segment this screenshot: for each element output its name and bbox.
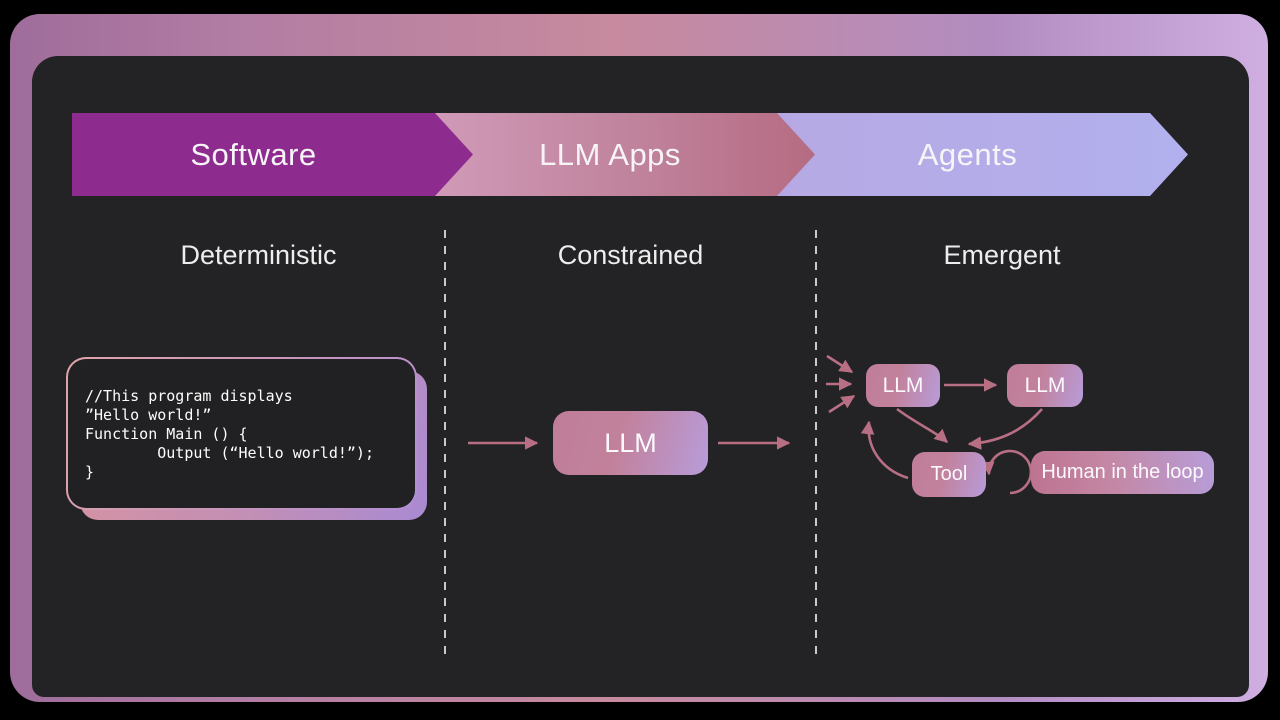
banner-stage-llm-apps-label: LLM Apps	[539, 136, 681, 172]
column-divider-1	[444, 230, 446, 657]
banner-stage-llm-apps: LLM Apps	[435, 113, 815, 196]
banner-stage-agents: Agents	[777, 113, 1188, 196]
llm-box-label: LLM	[604, 427, 657, 458]
code-line-2: ”Hello world!”	[85, 406, 212, 424]
code-line-1: //This program displays	[85, 387, 293, 405]
code-line-3: Function Main () {	[85, 425, 248, 443]
agent-tool-box: Tool	[912, 452, 986, 497]
agent-llm1-label: LLM	[882, 373, 924, 397]
code-card-body: //This program displays ”Hello world!” F…	[68, 359, 415, 508]
agent-llm2-label: LLM	[1024, 373, 1066, 397]
agent-human-box: Human in the loop	[1031, 451, 1214, 494]
agent-human-label: Human in the loop	[1041, 461, 1204, 483]
code-line-4: Output (“Hello world!”);	[85, 444, 374, 462]
code-card: //This program displays ”Hello world!” F…	[66, 357, 417, 510]
banner-stage-software-label: Software	[190, 136, 317, 172]
agent-tool-label: Tool	[930, 463, 968, 485]
column-header-constrained: Constrained	[557, 239, 704, 270]
column-header-emergent: Emergent	[943, 239, 1061, 270]
banner-stage-agents-label: Agents	[917, 136, 1018, 172]
column-header-deterministic: Deterministic	[180, 239, 337, 270]
agent-llm1-box: LLM	[866, 364, 940, 407]
column-divider-2	[815, 230, 817, 657]
agent-llm2-box: LLM	[1007, 364, 1083, 407]
code-line-5: }	[85, 463, 95, 481]
llm-box: LLM	[553, 411, 708, 475]
banner-stage-software: Software	[72, 113, 473, 196]
